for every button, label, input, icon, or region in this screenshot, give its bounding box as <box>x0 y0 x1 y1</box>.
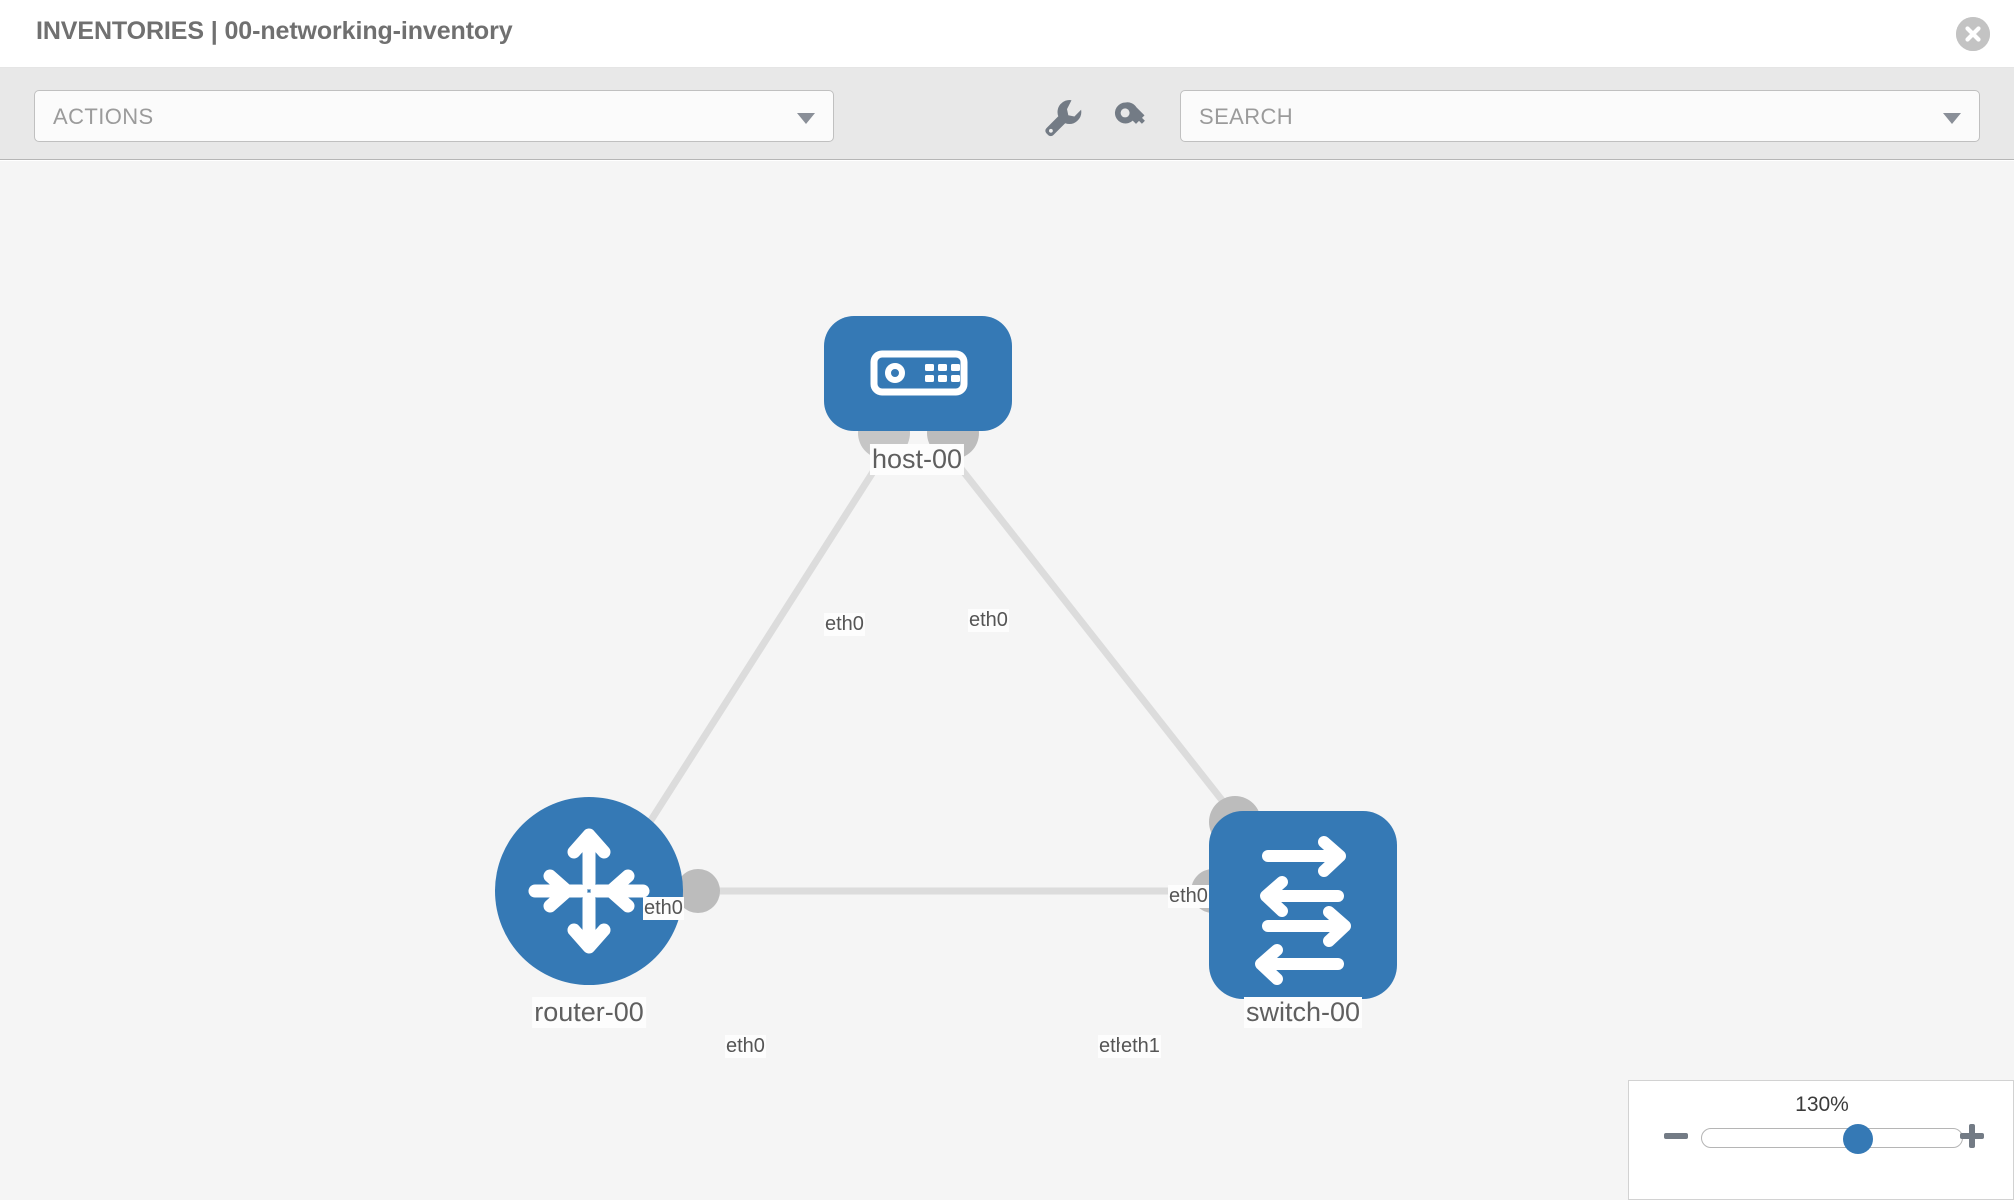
iface-label: eth0 <box>824 613 865 636</box>
zoom-slider-thumb[interactable] <box>1843 1124 1873 1154</box>
actions-dropdown-label: ACTIONS <box>53 104 154 129</box>
chevron-down-icon <box>797 113 815 124</box>
topology-graph <box>495 316 1397 999</box>
zoom-level-value: 130% <box>1795 1093 1849 1116</box>
link-host00-router00 <box>622 459 883 863</box>
connector-router00-eth0 <box>676 869 720 913</box>
node-router-00-shape <box>495 797 683 985</box>
node-label-router-00: router-00 <box>532 997 646 1028</box>
zoom-slider[interactable] <box>1701 1124 1963 1154</box>
topology-canvas[interactable]: host-00 router-00 switch-00 eth0 eth0 et… <box>0 161 2014 1200</box>
page-header: INVENTORIES | 00-networking-inventory <box>0 0 2014 68</box>
node-host-00-shape <box>824 316 1012 431</box>
iface-label: eth0 <box>1168 885 1209 908</box>
wrench-icon[interactable] <box>1040 96 1084 138</box>
iface-label: eth0 <box>643 897 684 920</box>
router-arrows-icon <box>528 828 650 954</box>
iface-label: eth0 <box>725 1035 766 1058</box>
node-label-switch-00: switch-00 <box>1243 997 1363 1028</box>
switch-arrows-icon <box>1255 836 1351 985</box>
zoom-control-panel: 130% <box>1628 1080 2014 1200</box>
search-placeholder: SEARCH <box>1199 104 1294 129</box>
server-icon <box>870 350 968 396</box>
iface-label: eth1 <box>1120 1035 1161 1058</box>
topology-links <box>622 458 1265 895</box>
minus-icon[interactable] <box>1661 1121 1691 1151</box>
page-title: INVENTORIES | 00-networking-inventory <box>36 17 513 45</box>
node-host-00 <box>824 316 1012 431</box>
plus-icon[interactable] <box>1957 1121 1987 1151</box>
actions-dropdown[interactable]: ACTIONS <box>34 90 834 142</box>
node-router-00 <box>495 797 683 985</box>
node-switch-00-shape <box>1209 811 1397 999</box>
iface-label: eth0 <box>968 609 1009 632</box>
search-input[interactable]: SEARCH <box>1180 90 1980 142</box>
link-host00-switch00 <box>952 458 1265 854</box>
node-switch-00 <box>1209 811 1397 999</box>
toolbar: ACTIONS SEARCH <box>0 68 2014 160</box>
node-label-host-00: host-00 <box>869 444 965 475</box>
key-icon[interactable] <box>1110 96 1154 138</box>
chevron-down-icon <box>1943 113 1961 124</box>
close-icon[interactable] <box>1956 17 1990 51</box>
